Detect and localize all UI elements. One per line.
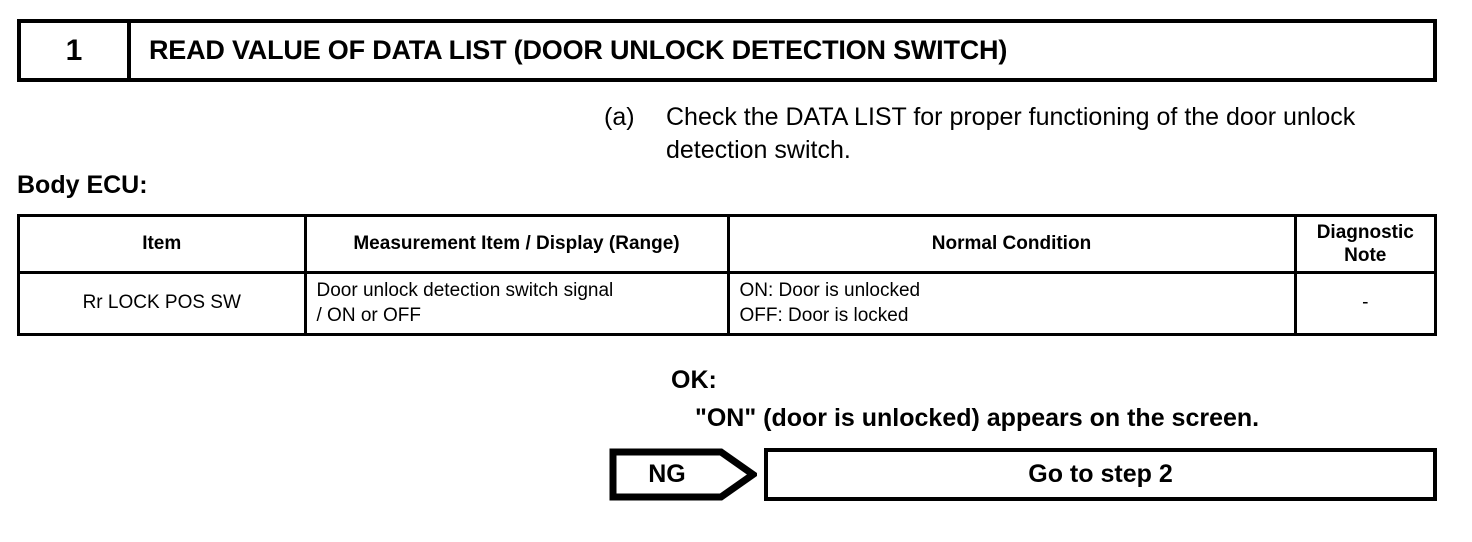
data-list-table: Item Measurement Item / Display (Range) … bbox=[17, 214, 1437, 336]
step-title: READ VALUE OF DATA LIST (DOOR UNLOCK DET… bbox=[149, 35, 1008, 65]
table-row: Rr LOCK POS SW Door unlock detection swi… bbox=[20, 271, 1434, 333]
column-header-item: Item bbox=[20, 217, 307, 274]
table-header-row: Item Measurement Item / Display (Range) … bbox=[20, 217, 1434, 274]
step-header-bar: 1 READ VALUE OF DATA LIST (DOOR UNLOCK D… bbox=[17, 19, 1437, 82]
ng-arrow-shape bbox=[609, 448, 757, 501]
cell-normal-condition-line1: ON: Door is unlocked bbox=[739, 279, 921, 301]
cell-measurement-line1: Door unlock detection switch signal bbox=[316, 279, 614, 301]
section-label: Body ECU: bbox=[17, 171, 148, 199]
cell-normal-condition-line2: OFF: Door is locked bbox=[739, 305, 909, 327]
flow-row: NG Go to step 2 bbox=[609, 448, 1437, 501]
cell-measurement: Door unlock detection switch signal / ON… bbox=[305, 271, 730, 333]
column-header-normal-condition: Normal Condition bbox=[728, 217, 1297, 274]
next-step-button[interactable]: Go to step 2 bbox=[764, 448, 1437, 501]
cell-normal-condition: ON: Door is unlocked OFF: Door is locked bbox=[728, 271, 1297, 333]
ok-label: OK: bbox=[671, 366, 717, 394]
ng-label: NG bbox=[648, 460, 686, 488]
cell-diagnostic-note: - bbox=[1295, 271, 1434, 333]
instruction-marker: (a) bbox=[604, 103, 635, 131]
ok-detail: "ON" (door is unlocked) appears on the s… bbox=[695, 403, 1260, 432]
cell-item: Rr LOCK POS SW bbox=[20, 271, 307, 333]
ok-result-block: OK: "ON" (door is unlocked) appears on t… bbox=[671, 362, 1259, 437]
step-number: 1 bbox=[21, 23, 131, 78]
column-header-measurement: Measurement Item / Display (Range) bbox=[305, 217, 730, 274]
instruction-text: Check the DATA LIST for proper functioni… bbox=[666, 103, 1356, 165]
cell-measurement-line2: / ON or OFF bbox=[316, 305, 422, 327]
column-header-diagnostic-note: Diagnostic Note bbox=[1295, 217, 1434, 274]
instruction-block: (a) Check the DATA LIST for proper funct… bbox=[604, 101, 1434, 168]
